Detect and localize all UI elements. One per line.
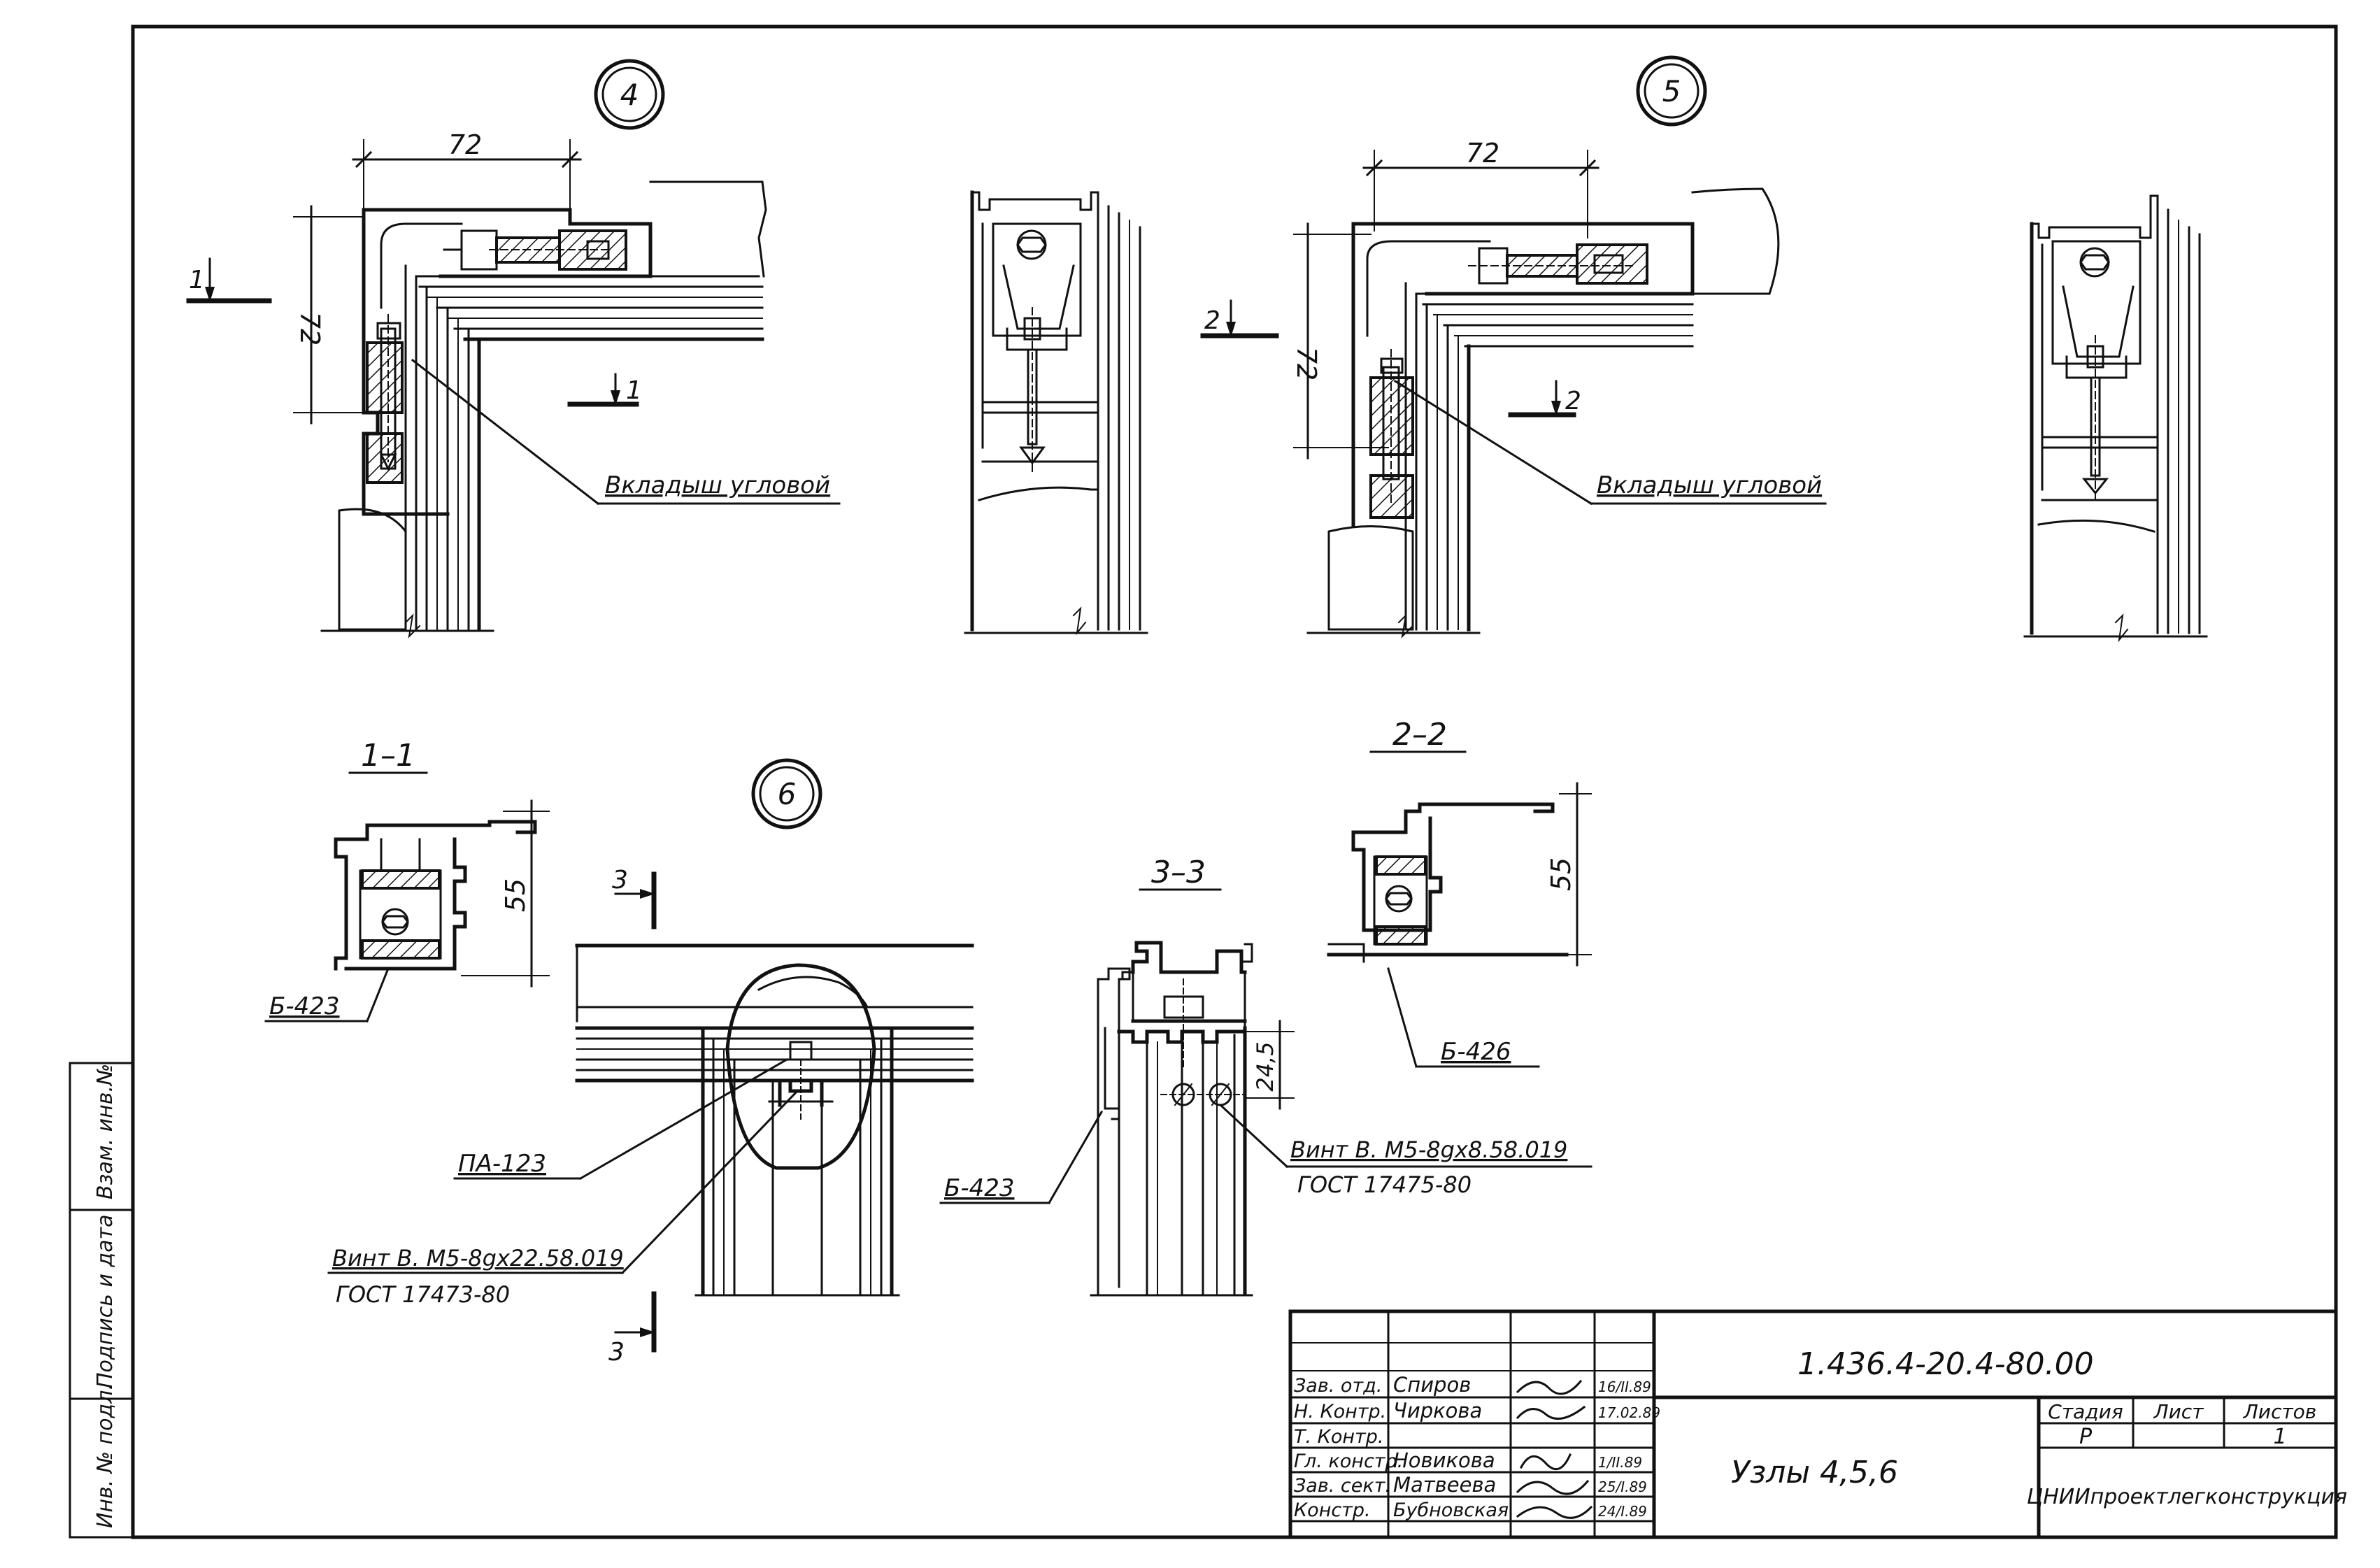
node-4-dimension-left: 72 — [293, 205, 378, 425]
node-6-screw-label: Винт В. М5-8gх22.58.019 — [332, 1245, 624, 1271]
section-3-3-b423-label: Б-423 — [944, 1174, 1015, 1202]
node-4-insert-label: Вкладыш угловой — [605, 471, 830, 499]
svg-text:3: 3 — [608, 1338, 625, 1367]
title-block-doc-code: 1.436.4-20.4-80.00 — [1797, 1346, 2094, 1382]
svg-text:2: 2 — [1204, 306, 1220, 335]
svg-text:24,5: 24,5 — [1252, 1041, 1278, 1091]
node-6-drawing — [575, 943, 974, 1297]
strip-replacement-inv: Взам. инв.№ — [93, 1064, 117, 1199]
svg-text:3: 3 — [612, 866, 628, 895]
node-6-screw-standard: ГОСТ 17473-80 — [336, 1281, 510, 1308]
section-1-1-profile — [334, 820, 537, 971]
row-date: 25/I.89 — [1598, 1478, 1647, 1495]
strip-inv-original: Инв. № подл. — [93, 1383, 117, 1528]
row-role: Н. Контр. — [1294, 1401, 1386, 1423]
node-6-pa123-label: ПА-123 — [458, 1150, 546, 1178]
node-4-dim-72-top: 72 — [448, 129, 482, 160]
svg-text:55: 55 — [500, 878, 531, 912]
node-5-profile — [1306, 187, 1780, 639]
section-1-1-title: 1–1 — [348, 738, 428, 774]
section-2-2-title: 2–2 — [1369, 717, 1467, 753]
node-5-insert-label: Вкладыш угловой — [1597, 471, 1822, 499]
row-name: Спиров — [1393, 1373, 1471, 1397]
title-block-title: Узлы 4,5,6 — [1731, 1455, 1898, 1490]
node-4-dimension-top: 72 — [352, 129, 582, 224]
title-block-signature-rows: Зав. отд. Спиров 16/II.89 Н. Контр. Чирк… — [1294, 1373, 1660, 1521]
node-5-section-mark-right: 2 — [1508, 380, 1581, 418]
svg-text:1: 1 — [626, 376, 642, 405]
svg-text:55: 55 — [1546, 857, 1576, 891]
section-3-3-title: 3–3 — [1139, 855, 1222, 891]
section-3-3-profile — [1090, 941, 1253, 1297]
title-block-sheets-header: Листов — [2243, 1400, 2317, 1423]
title-block-stage-header: Стадия — [2048, 1400, 2123, 1423]
svg-text:2–2: 2–2 — [1392, 717, 1447, 753]
svg-text:3–3: 3–3 — [1151, 855, 1206, 890]
node-4-section-mark-left: 1 — [186, 257, 272, 304]
node-6-number: 6 — [778, 777, 797, 811]
row-date: 24/I.89 — [1598, 1503, 1647, 1520]
row-role: Т. Контр. — [1294, 1426, 1383, 1448]
section-2-2-dimension: 55 — [1546, 782, 1592, 967]
row-role: Зав. сект. — [1294, 1475, 1391, 1497]
node-4-section-view — [964, 190, 1148, 636]
svg-text:1–1: 1–1 — [361, 738, 415, 774]
row-name: Матвеева — [1393, 1473, 1496, 1497]
strip-sign-date: Подпись и дата — [93, 1215, 117, 1389]
row-date: 17.02.89 — [1598, 1404, 1660, 1421]
section-2-2-profile — [1327, 802, 1569, 963]
section-3-3-dimension: 24,5 — [1244, 1020, 1295, 1110]
node-5-section-mark-left: 2 — [1200, 299, 1279, 338]
row-role: Зав. отд. — [1294, 1375, 1382, 1397]
left-strip: Инв. № подл. Подпись и дата Взам. инв.№ — [69, 1062, 134, 1539]
row-name: Бубновская — [1393, 1499, 1509, 1521]
svg-text:2: 2 — [1565, 387, 1581, 415]
title-block-sheets-value: 1 — [2273, 1425, 2286, 1449]
node-6-section-mark-bottom: 3 — [608, 1291, 657, 1367]
title-block-sheet-header: Лист — [2153, 1400, 2204, 1423]
node-4-circle: 4 — [594, 59, 665, 130]
title-block — [1288, 1309, 2338, 1539]
node-5-dimension-top: 72 — [1362, 138, 1599, 238]
node-4-number: 4 — [620, 78, 639, 112]
row-role: Гл. констр. — [1294, 1451, 1403, 1472]
title-block-stage-value: Р — [2079, 1425, 2093, 1449]
node-5-dim-72-left: 72 — [1291, 347, 1322, 380]
svg-text:1: 1 — [189, 266, 205, 294]
row-date: 1/II.89 — [1598, 1454, 1642, 1471]
title-block-organization: ЦНИИпроектлегконструкция — [2027, 1485, 2347, 1509]
node-6-circle: 6 — [751, 758, 822, 829]
section-3-3-screw-standard: ГОСТ 17475-80 — [1297, 1171, 1472, 1198]
node-5-dim-72-top: 72 — [1466, 138, 1499, 169]
node-5-section-view — [2023, 194, 2208, 643]
node-5-dimension-left: 72 — [1291, 222, 1389, 459]
node-5-number: 5 — [1662, 74, 1681, 108]
node-4-section-mark-right: 1 — [567, 373, 642, 407]
row-name: Новикова — [1393, 1448, 1495, 1472]
section-2-2-label: Б-426 — [1441, 1038, 1511, 1066]
sheet-frame — [131, 24, 2338, 1539]
node-6-section-mark-top: 3 — [612, 866, 657, 929]
row-name: Чиркова — [1393, 1399, 1482, 1423]
node-4-dim-72-left: 72 — [294, 312, 325, 345]
signatures — [1516, 1379, 1593, 1519]
section-1-1-dimension: 55 — [461, 799, 550, 988]
node-4-profile — [320, 180, 767, 639]
section-3-3-screw-label: Винт В. М5-8gх8.58.019 — [1290, 1136, 1567, 1163]
section-1-1-label: Б-423 — [269, 992, 340, 1020]
node-5-circle: 5 — [1636, 55, 1707, 127]
row-role: Констр. — [1294, 1499, 1371, 1521]
row-date: 16/II.89 — [1598, 1378, 1651, 1395]
